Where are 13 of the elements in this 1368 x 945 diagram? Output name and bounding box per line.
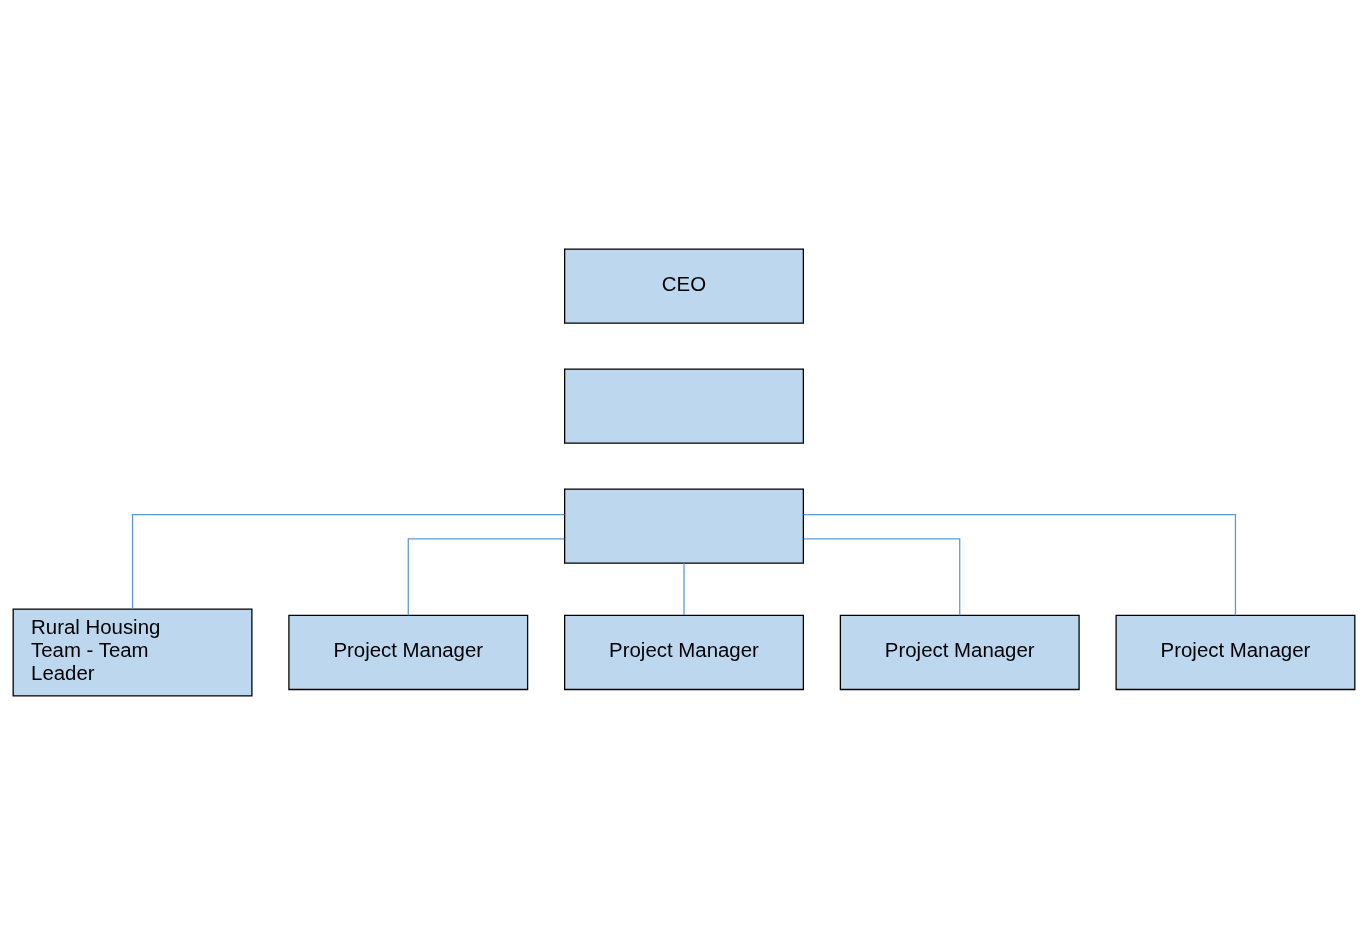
node-box: Rural Housing Team - Team Leader — [12, 608, 253, 697]
node-box — [564, 488, 804, 564]
connector — [803, 514, 1237, 616]
node-box: Project Manager — [839, 614, 1080, 691]
node-box: CEO — [564, 248, 804, 324]
connector — [683, 562, 685, 616]
node-box: Project Manager — [1115, 614, 1356, 691]
node-box — [564, 368, 804, 444]
node-box: Project Manager — [564, 614, 804, 691]
connector — [131, 514, 565, 610]
connector — [803, 538, 961, 616]
connector — [407, 538, 565, 616]
node-box: Project Manager — [288, 614, 529, 691]
